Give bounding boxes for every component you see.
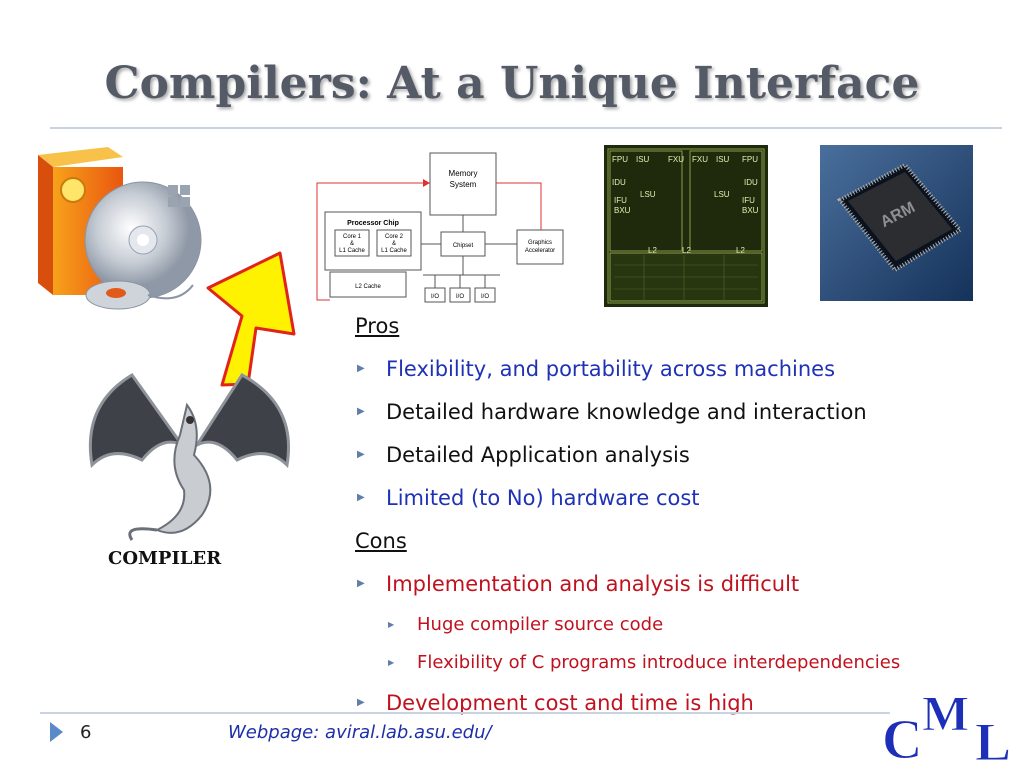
pros-item: Detailed Application analysis [355, 441, 995, 484]
title-divider [50, 127, 1002, 129]
svg-text:ISU: ISU [716, 155, 730, 164]
svg-text:IDU: IDU [744, 178, 758, 187]
svg-text:Memory: Memory [449, 169, 478, 178]
svg-text:Processor Chip: Processor Chip [347, 220, 399, 227]
svg-text:L2: L2 [736, 246, 745, 255]
system-block-diagram: Memory System Processor Chip Core 1 & L1… [316, 152, 564, 303]
cml-logo: C M L [882, 685, 1012, 765]
processor-die-image: FPU ISU FXU FXU ISU FPU IDU IDU LSU LSU … [604, 145, 768, 307]
cons-heading: Cons [355, 529, 407, 553]
dragon-logo-icon [88, 373, 290, 541]
svg-text:Accelerator: Accelerator [525, 248, 555, 254]
svg-text:I/O: I/O [481, 294, 489, 300]
svg-text:L2 Cache: L2 Cache [355, 284, 381, 290]
svg-text:Core 1: Core 1 [343, 234, 362, 240]
pros-cons-list: Pros Flexibility, and portability across… [355, 312, 995, 732]
svg-text:L1 Cache: L1 Cache [339, 248, 365, 254]
svg-text:I/O: I/O [431, 294, 439, 300]
arm-chip-image: ARM [820, 145, 973, 301]
pros-item: Limited (to No) hardware cost [355, 484, 995, 527]
svg-text:L1 Cache: L1 Cache [381, 248, 407, 254]
chipset-block: Chipset [440, 231, 486, 257]
svg-text:FXU: FXU [668, 155, 684, 164]
svg-text:FPU: FPU [742, 155, 758, 164]
svg-text:IDU: IDU [612, 178, 626, 187]
webpage-link[interactable]: Webpage: aviral.lab.asu.edu/ [228, 722, 492, 743]
pros-item: Detailed hardware knowledge and interact… [355, 398, 995, 441]
svg-text:FPU: FPU [612, 155, 628, 164]
svg-text:L2: L2 [682, 246, 691, 255]
upward-arrow-icon [206, 251, 296, 387]
cons-subitem: Flexibility of C programs introduce inte… [355, 651, 995, 689]
svg-text:BXU: BXU [614, 206, 631, 215]
svg-text:System: System [450, 180, 477, 189]
svg-text:Core 2: Core 2 [385, 234, 404, 240]
l2-cache-block: L2 Cache [329, 271, 407, 298]
svg-text:C: C [882, 709, 922, 764]
svg-text:I/O: I/O [456, 294, 464, 300]
svg-text:FXU: FXU [692, 155, 708, 164]
svg-text:M: M [922, 685, 969, 741]
memory-system-block: Memory System [429, 152, 497, 216]
footer-arrow-icon [50, 722, 63, 742]
cons-subitem: Huge compiler source code [355, 613, 995, 651]
io-blocks: I/O I/O I/O [424, 287, 496, 303]
processor-chip-block: Processor Chip Core 1 & L1 Cache Core 2 … [324, 211, 422, 271]
pros-heading: Pros [355, 314, 400, 338]
pros-item: Flexibility, and portability across mach… [355, 355, 995, 398]
svg-text:L2: L2 [648, 246, 657, 255]
svg-text:LSU: LSU [714, 190, 730, 199]
svg-text:L: L [975, 712, 1011, 764]
page-number: 6 [80, 722, 92, 743]
svg-text:&: & [350, 241, 354, 247]
svg-text:LSU: LSU [640, 190, 656, 199]
cons-item: Development cost and time is high [355, 689, 995, 732]
svg-text:IFU: IFU [614, 196, 627, 205]
software-box-icon [38, 147, 202, 310]
graphics-accelerator-block: Graphics Accelerator [516, 229, 564, 265]
svg-text:IFU: IFU [742, 196, 755, 205]
compiler-label: COMPILER [108, 548, 222, 569]
svg-text:&: & [392, 241, 396, 247]
svg-text:BXU: BXU [742, 206, 759, 215]
svg-text:ISU: ISU [636, 155, 650, 164]
cons-item: Implementation and analysis is difficult [355, 570, 995, 613]
footer-divider [40, 712, 890, 714]
svg-text:Chipset: Chipset [453, 243, 474, 249]
slide-title: Compilers: At a Unique Interface [104, 58, 920, 109]
svg-text:Graphics: Graphics [528, 240, 552, 246]
